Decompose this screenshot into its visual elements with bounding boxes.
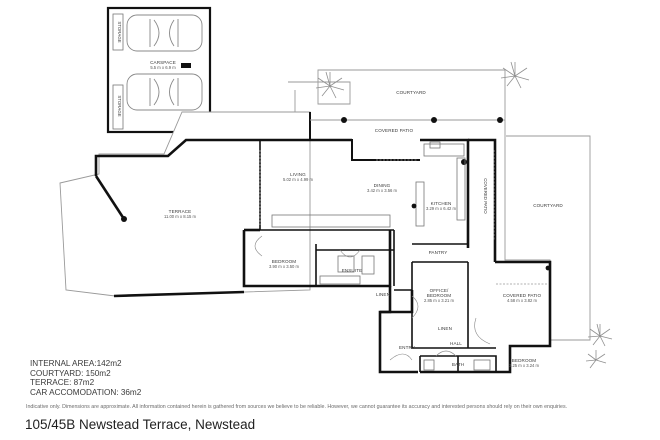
terrace-dimensions: 11.00 m x 8.15 m [164, 214, 197, 219]
plant-icon [315, 61, 613, 369]
bedroom-label: BEDROOM [272, 259, 297, 264]
bedroom-2-label: BEDROOM [512, 358, 537, 363]
door-swings [254, 235, 491, 361]
office-label: OFFICE/ [430, 288, 449, 293]
dining-dimensions: 3.42 m x 3.56 m [367, 188, 398, 193]
terrace-outline [59, 111, 311, 297]
entry-label: ENTRY [399, 345, 415, 350]
kitchen-dimensions: 3.29 m x 6.42 m [426, 206, 457, 211]
courtyard-area-text: COURTYARD: 150m2 [30, 368, 111, 378]
external-walls [94, 138, 552, 374]
dining-label: DINING [374, 183, 391, 188]
kitchen-label: KITCHEN [431, 201, 452, 206]
courtyard-top-label: COURTYARD [396, 90, 426, 95]
covered-patio-top-label: COVERED PATIO [375, 128, 414, 133]
carspace-label: CARSPACE [150, 60, 176, 65]
carspace-area: CARSPACE 5.5 m x 6.9 m STORAGE STORAGE [106, 6, 212, 134]
covered-patio-lower-dimensions: 4.58 m x 3.82 m [507, 298, 538, 303]
storage-label: STORAGE [117, 95, 122, 116]
columns [121, 203, 551, 271]
floor-plan: CARSPACE 5.5 m x 6.9 m STORAGE STORAGE [59, 6, 613, 374]
courtyard-right-label: COURTYARD [533, 203, 563, 208]
area-summary: INTERNAL AREA:142m2 COURTYARD: 150m2 TER… [30, 359, 141, 397]
car-icon [126, 14, 203, 52]
linen-label: LINEN [376, 292, 390, 297]
terrace-label: TERRACE [169, 209, 192, 214]
car-area-text: CAR ACCOMODATION: 36m2 [30, 387, 142, 397]
hall-label: HALL [450, 341, 462, 346]
sliding-doors [259, 150, 548, 285]
covered-patio-lower-label: COVERED PATIO [503, 293, 542, 298]
covered-patio-side-label: COVERED PATIO [483, 178, 488, 214]
bedroom-2-dimensions: 3.25 m x 3.24 m [509, 363, 540, 368]
covered-patio-top [309, 112, 505, 165]
property-address: 105/45B Newstead Terrace, Newstead [25, 417, 256, 432]
terrace-area-text: TERRACE: 87m2 [30, 378, 95, 388]
disclaimer-text: Indicative only. Dimensions are approxim… [26, 404, 568, 410]
living-dimensions: 5.02 m x 4.99 m [283, 177, 314, 182]
office-bedroom-label: BEDROOM [427, 293, 452, 298]
office-dimensions: 2.85 m x 3.21 m [424, 298, 455, 303]
carspace-dimensions: 5.5 m x 6.9 m [150, 65, 176, 70]
internal-area-text: INTERNAL AREA:142m2 [30, 359, 122, 368]
car-icon [126, 73, 203, 111]
ensuite-label: ENSUITE [342, 268, 363, 273]
living-label: LIVING [290, 172, 306, 177]
linen-label: LINEN [438, 326, 452, 331]
bath-label: BATH [452, 362, 464, 367]
kitchen-joinery [271, 141, 491, 371]
bedroom-dimensions: 3.90 m x 3.50 m [269, 264, 300, 269]
pantry-label: PANTRY [429, 250, 448, 255]
storage-label: STORAGE [117, 21, 122, 42]
